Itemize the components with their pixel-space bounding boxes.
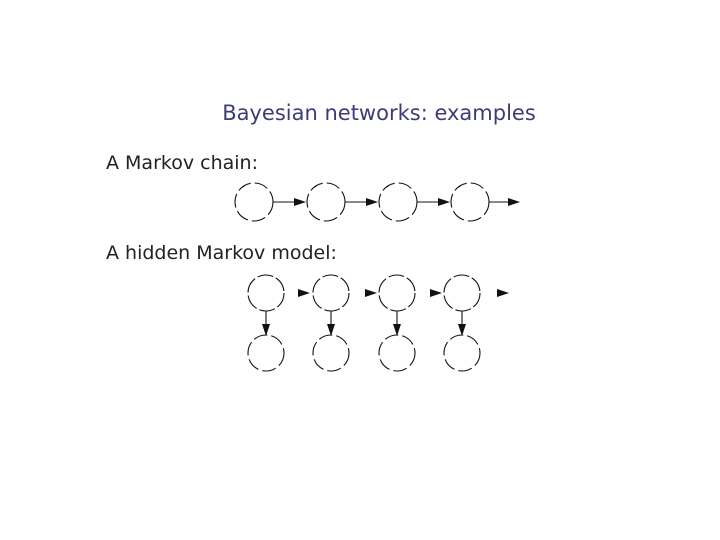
hmm-observed-node-4 [443, 334, 481, 372]
hmm-emission-arrowhead-3 [393, 324, 401, 336]
hmm-observed-node-3 [378, 334, 416, 372]
chain-arrowhead-3-4 [438, 198, 450, 206]
chain-node-1 [234, 182, 274, 222]
hmm-hidden-node-4 [443, 274, 481, 312]
hmm-emission-arrowhead-4 [458, 324, 466, 336]
markov-chain-caption: A Markov chain: [106, 152, 258, 174]
markov-chain-diagram [234, 182, 520, 222]
chain-arrowhead-2-3 [366, 198, 378, 206]
chain-arrowhead-1-2 [294, 198, 306, 206]
chain-node-2 [306, 182, 346, 222]
hmm-transition-arrowhead-1-2 [298, 289, 310, 297]
chain-arrowhead-4-out [508, 198, 520, 206]
slide-title: Bayesian networks: examples [222, 101, 536, 125]
hmm-transition-arrowhead-2-3 [365, 289, 377, 297]
chain-node-4 [450, 182, 490, 222]
hmm-caption: A hidden Markov model: [106, 242, 337, 264]
hmm-transition-arrowhead-3-4 [430, 289, 442, 297]
hmm-emission-arrowhead-1 [262, 324, 270, 336]
hmm-hidden-node-1 [247, 274, 285, 312]
hmm-emission-arrowhead-2 [327, 324, 335, 336]
chain-node-3 [378, 182, 418, 222]
hmm-observed-node-2 [312, 334, 350, 372]
hmm-hidden-node-2 [312, 274, 350, 312]
hmm-transition-arrowhead-4-out [497, 289, 509, 297]
hmm-hidden-node-3 [378, 274, 416, 312]
hmm-diagram [247, 274, 509, 372]
hmm-observed-node-1 [247, 334, 285, 372]
